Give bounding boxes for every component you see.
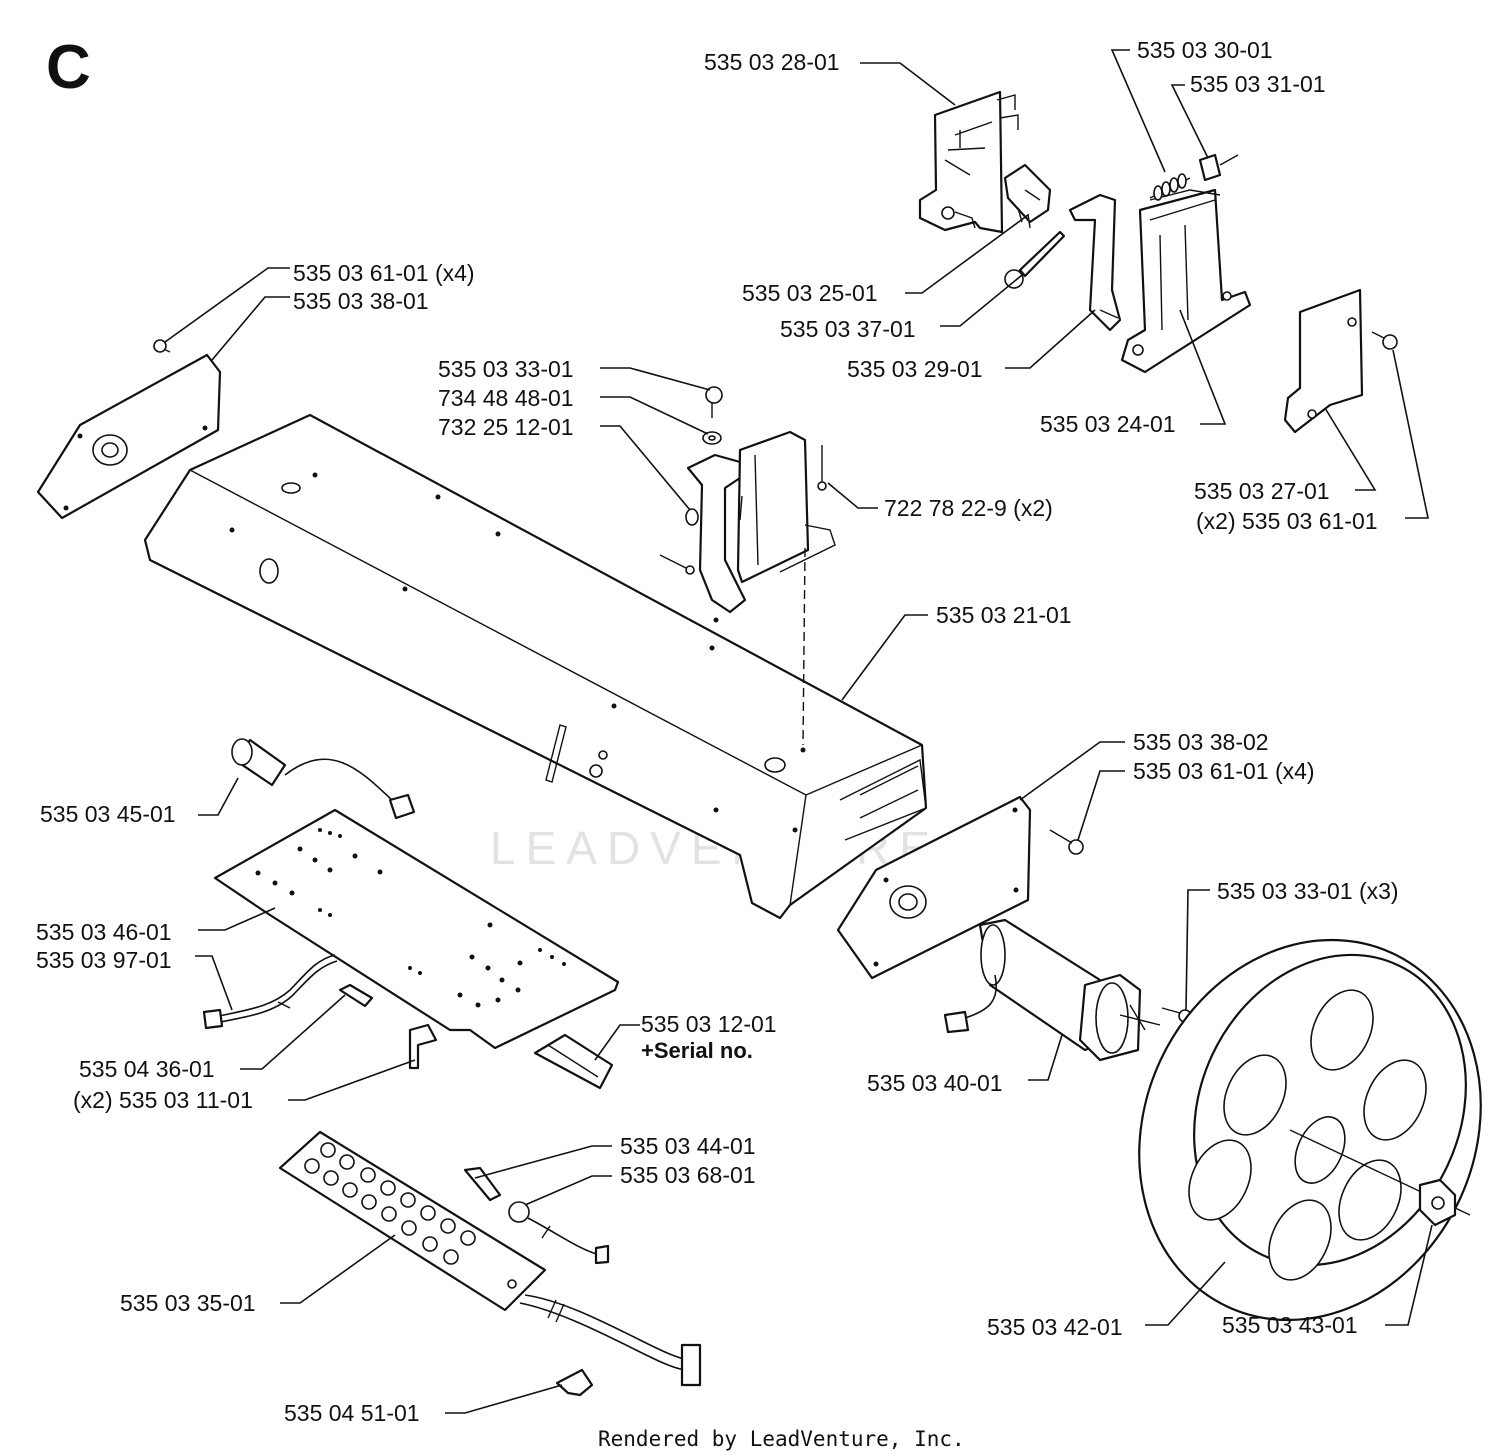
motor-part xyxy=(943,918,1192,1062)
sensor-cable-part xyxy=(231,738,416,820)
label-535-03-97-01: 535 03 97-01 xyxy=(36,947,172,973)
label-535-03-68-01: 535 03 68-01 xyxy=(620,1162,756,1188)
electrical-box-part xyxy=(659,386,836,746)
left-end-plate-part xyxy=(36,339,222,520)
label-535-03-24-01: 535 03 24-01 xyxy=(1040,411,1176,437)
clip-part xyxy=(338,983,438,1070)
label-535-03-27-01: 535 03 27-01 xyxy=(1194,478,1330,504)
cable-part xyxy=(202,954,338,1030)
footer-credit: Rendered by LeadVenture, Inc. xyxy=(598,1427,965,1451)
label-535-03-61-01-x4-top: 535 03 61-01 (x4) xyxy=(293,260,475,286)
label-535-03-30-01: 535 03 30-01 xyxy=(1137,37,1273,63)
label-535-03-31-01: 535 03 31-01 xyxy=(1190,71,1326,97)
label-535-03-28-01: 535 03 28-01 xyxy=(704,49,840,75)
label-535-03-33-01: 535 03 33-01 xyxy=(438,356,574,382)
label-734-48-48-01: 734 48 48-01 xyxy=(438,385,574,411)
wheel-nut-part xyxy=(1418,1178,1457,1227)
label-535-03-43-01: 535 03 43-01 xyxy=(1222,1312,1358,1338)
part-labels: 535 03 28-01 535 03 30-01 535 03 31-01 5… xyxy=(36,37,1399,1426)
label-535-03-46-01: 535 03 46-01 xyxy=(36,919,172,945)
small-clip-part xyxy=(555,1368,594,1397)
solenoid-housing-part xyxy=(1120,188,1252,374)
label-serial-note: +Serial no. xyxy=(641,1038,753,1063)
lever-part xyxy=(1068,193,1122,332)
leader-lines xyxy=(164,49,1433,1414)
label-732-25-12-01: 732 25 12-01 xyxy=(438,414,574,440)
connector-part xyxy=(533,1033,614,1090)
wheel-part xyxy=(1138,938,1482,1322)
bolt-part xyxy=(1004,230,1066,289)
micro-switch-part xyxy=(1003,163,1052,229)
label-535-03-12-01: 535 03 12-01 xyxy=(641,1011,777,1037)
spring-part xyxy=(1149,173,1191,201)
label-535-03-37-01: 535 03 37-01 xyxy=(780,316,916,342)
label-535-03-40-01: 535 03 40-01 xyxy=(867,1070,1003,1096)
label-535-03-29-01: 535 03 29-01 xyxy=(847,356,983,382)
right-end-plate-part xyxy=(836,795,1084,980)
label-722-78-22-9: 722 78 22-9 (x2) xyxy=(884,495,1053,521)
section-letter: C xyxy=(46,33,91,102)
label-535-03-44-01: 535 03 44-01 xyxy=(620,1133,756,1159)
small-nut-part xyxy=(1198,153,1239,182)
sensor-bracket-part xyxy=(918,90,1019,234)
circuit-board-part xyxy=(213,808,620,1050)
label-x2-535-03-61-01: (x2) 535 03 61-01 xyxy=(1196,508,1378,534)
keypad-part xyxy=(278,1130,702,1387)
label-535-04-51-01: 535 04 51-01 xyxy=(284,1400,420,1426)
label-535-03-45-01: 535 03 45-01 xyxy=(40,801,176,827)
label-535-04-36-01: 535 04 36-01 xyxy=(79,1056,215,1082)
label-535-03-21-01: 535 03 21-01 xyxy=(936,602,1072,628)
label-x2-535-03-11-01: (x2) 535 03 11-01 xyxy=(73,1087,253,1113)
label-535-03-33-01-x3: 535 03 33-01 (x3) xyxy=(1217,878,1399,904)
cover-plate-part xyxy=(1283,288,1398,434)
main-housing-part xyxy=(143,413,928,920)
label-535-03-25-01: 535 03 25-01 xyxy=(742,280,878,306)
label-535-03-61-01-x4-right: 535 03 61-01 (x4) xyxy=(1133,758,1315,784)
label-535-03-38-01: 535 03 38-01 xyxy=(293,288,429,314)
led-switch-part xyxy=(463,1166,610,1265)
label-535-03-38-02: 535 03 38-02 xyxy=(1133,729,1269,755)
label-535-03-42-01: 535 03 42-01 xyxy=(987,1314,1123,1340)
label-535-03-35-01: 535 03 35-01 xyxy=(120,1290,256,1316)
